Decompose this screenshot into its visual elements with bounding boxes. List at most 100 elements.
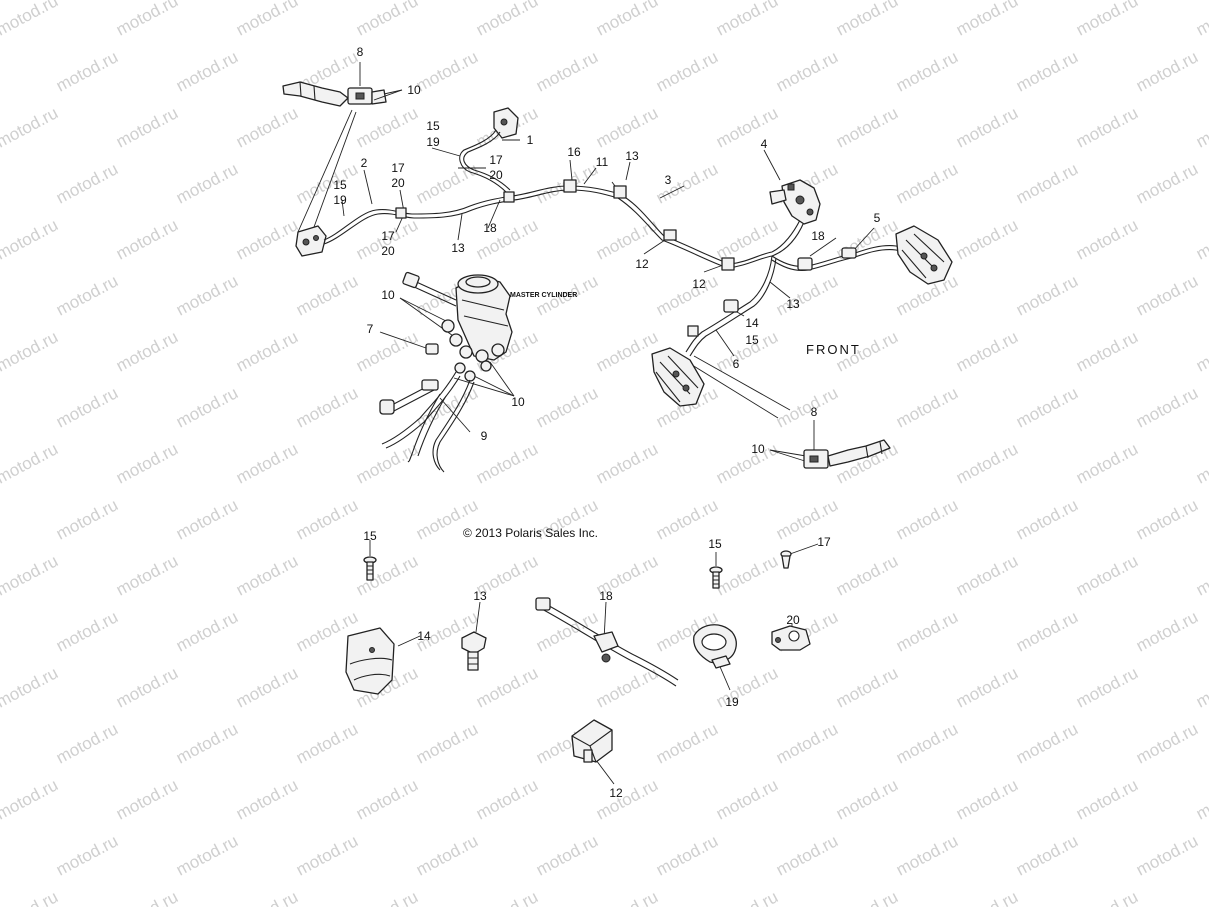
- watermark-text: motod.ru: [0, 719, 1, 767]
- watermark-text: motod.ru: [1013, 831, 1081, 879]
- watermark-text: motod.ru: [0, 663, 61, 711]
- watermark-text: motod.ru: [173, 271, 241, 319]
- watermark-text: motod.ru: [893, 719, 961, 767]
- watermark-text: motod.ru: [1133, 383, 1201, 431]
- watermark-text: motod.ru: [173, 607, 241, 655]
- watermark-text: motod.ru: [53, 159, 121, 207]
- callout-12-right: 12: [692, 277, 706, 291]
- clip-20: [771, 625, 811, 651]
- watermark-text: motod.ru: [113, 0, 181, 40]
- watermark-text: motod.ru: [653, 47, 721, 95]
- watermark-text: motod.ru: [833, 551, 901, 599]
- watermark-text: motod.ru: [533, 607, 601, 655]
- watermark-text: motod.ru: [1133, 831, 1201, 879]
- watermark-text: motod.ru: [353, 439, 421, 487]
- watermark-text: motod.ru: [653, 159, 721, 207]
- watermark-text: motod.ru: [413, 159, 481, 207]
- watermark-text: motod.ru: [1193, 551, 1209, 599]
- callout-10-bottom: 10: [751, 442, 765, 456]
- watermark-text: motod.ru: [1073, 0, 1141, 40]
- watermark-text: motod.ru: [293, 495, 361, 543]
- watermark-text: motod.ru: [893, 607, 961, 655]
- watermark-text: motod.ru: [1073, 775, 1141, 823]
- watermark-text: motod.ru: [833, 103, 901, 151]
- watermark-text: motod.ru: [0, 551, 61, 599]
- watermark-text: motod.ru: [233, 775, 301, 823]
- watermark-text: motod.ru: [1013, 383, 1081, 431]
- watermark-text: motod.ru: [53, 607, 121, 655]
- watermark-text: motod.ru: [533, 47, 601, 95]
- watermark-text: motod.ru: [0, 831, 1, 879]
- callout-14-loose: 14: [417, 629, 431, 643]
- watermark-text: motod.ru: [353, 551, 421, 599]
- watermark-text: motod.ru: [293, 831, 361, 879]
- push-clip-13: [461, 631, 487, 671]
- watermark-text: motod.ru: [0, 775, 61, 823]
- brake-line-harness: [295, 107, 921, 357]
- watermark-text: motod.ru: [653, 271, 721, 319]
- watermark-text: motod.ru: [833, 887, 901, 907]
- watermark-text: motod.ru: [353, 0, 421, 40]
- callout-15-loose-left: 15: [363, 529, 377, 543]
- callout-10-top: 10: [407, 83, 421, 97]
- bracket-12: [571, 719, 613, 763]
- watermark-text: motod.ru: [953, 0, 1021, 40]
- watermark-text: motod.ru: [233, 551, 301, 599]
- watermark-text: motod.ru: [713, 103, 781, 151]
- watermark-text: motod.ru: [473, 887, 541, 907]
- watermark-text: motod.ru: [113, 215, 181, 263]
- watermark-text: motod.ru: [233, 215, 301, 263]
- callout-2: 2: [361, 156, 368, 170]
- watermark-text: motod.ru: [1133, 159, 1201, 207]
- watermark-text: motod.ru: [1193, 215, 1209, 263]
- watermark-text: motod.ru: [953, 327, 1021, 375]
- watermark-text: motod.ru: [1013, 719, 1081, 767]
- watermark-text: motod.ru: [233, 0, 301, 40]
- watermark-text: motod.ru: [353, 103, 421, 151]
- watermark-text: motod.ru: [353, 775, 421, 823]
- watermark-text: motod.ru: [533, 831, 601, 879]
- watermark-text: motod.ru: [0, 47, 1, 95]
- watermark-text: motod.ru: [53, 831, 121, 879]
- watermark-text: motod.ru: [713, 551, 781, 599]
- watermark-text: motod.ru: [953, 887, 1021, 907]
- callout-4: 4: [761, 137, 768, 151]
- watermark-text: motod.ru: [233, 439, 301, 487]
- watermark-text: motod.ru: [653, 831, 721, 879]
- callout-13-left: 13: [451, 241, 465, 255]
- watermark-text: motod.ru: [113, 439, 181, 487]
- callout-20-left-upper: 20: [391, 176, 405, 190]
- watermark-text: motod.ru: [113, 327, 181, 375]
- watermark-text: motod.ru: [773, 383, 841, 431]
- p-clamp-19: [693, 624, 737, 669]
- screw-15-left: [363, 556, 377, 581]
- watermark-text: motod.ru: [1193, 103, 1209, 151]
- callout-7: 7: [367, 322, 374, 336]
- banjo-fitting-top-left: [282, 81, 387, 107]
- callout-20-loose: 20: [786, 613, 800, 627]
- watermark-text: motod.ru: [293, 383, 361, 431]
- callout-1: 1: [527, 133, 534, 147]
- watermark-text: motod.ru: [293, 719, 361, 767]
- watermark-text: motod.ru: [0, 0, 61, 40]
- callout-10-mc-upper: 10: [381, 288, 395, 302]
- watermark-text: motod.ru: [1193, 327, 1209, 375]
- watermark-text: motod.ru: [1073, 439, 1141, 487]
- watermark-text: motod.ru: [473, 663, 541, 711]
- watermark-text: motod.ru: [953, 103, 1021, 151]
- watermark-text: motod.ru: [293, 271, 361, 319]
- watermark-text: motod.ru: [833, 0, 901, 40]
- watermark-text: motod.ru: [1073, 663, 1141, 711]
- watermark-text: motod.ru: [893, 831, 961, 879]
- watermark-text: motod.ru: [1073, 327, 1141, 375]
- watermark-text: motod.ru: [173, 159, 241, 207]
- watermark-text: motod.ru: [713, 775, 781, 823]
- callout-3: 3: [665, 173, 672, 187]
- callout-12-line: 12: [635, 257, 649, 271]
- watermark-text: motod.ru: [53, 719, 121, 767]
- watermark-text: motod.ru: [0, 607, 1, 655]
- watermark-text: motod.ru: [233, 887, 301, 907]
- callout-18-right: 18: [811, 229, 825, 243]
- callout-17-loose: 17: [817, 535, 831, 549]
